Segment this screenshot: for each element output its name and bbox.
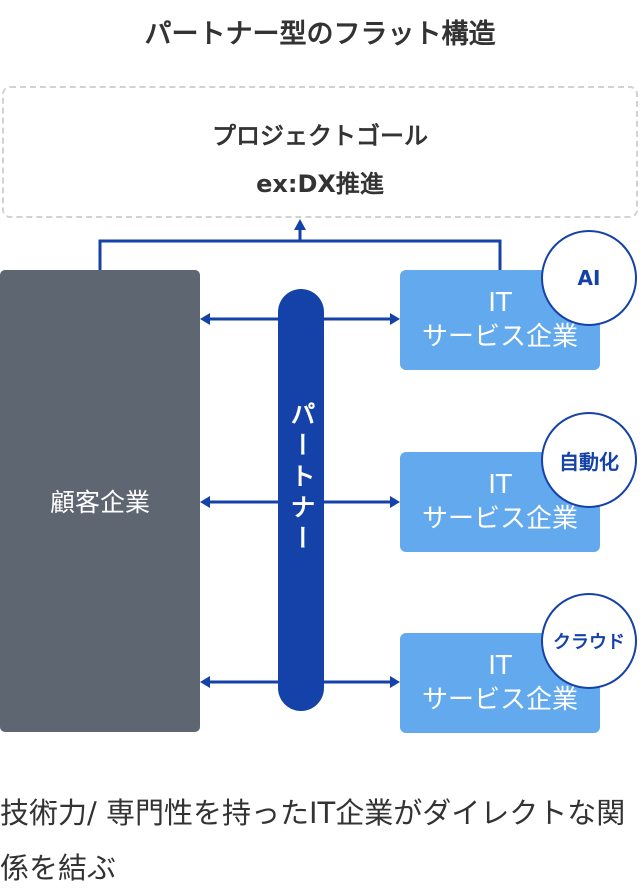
badge-cloud: クラウド <box>541 593 637 689</box>
it-service-line1: IT <box>488 470 512 500</box>
it-service-line2: サービス企業 <box>421 685 578 715</box>
badge-ai: AI <box>541 230 637 326</box>
partner-bar: パートナー <box>278 289 324 711</box>
goal-connector-line <box>98 239 502 270</box>
arrowhead-right-3 <box>390 676 400 688</box>
goal-arrowhead <box>294 219 306 230</box>
arrowhead-right-2 <box>390 496 400 508</box>
partner-label: パートナー <box>287 401 316 556</box>
badge-ai-label: AI <box>577 266 601 290</box>
diagram-caption: 技術力/ 専門性を持ったIT企業がダイレクトな関係を結ぶ <box>0 796 626 885</box>
customer-label: 顧客企業 <box>49 488 150 517</box>
badge-automation-label: 自動化 <box>559 449 619 474</box>
it-service-line2: サービス企業 <box>421 322 578 352</box>
arrowhead-left-3 <box>200 676 210 688</box>
project-goal-example: ex:DX推進 <box>256 170 384 198</box>
arrowhead-left-2 <box>200 496 210 508</box>
badge-cloud-label: クラウド <box>553 632 625 653</box>
customer-box: 顧客企業 <box>0 270 200 732</box>
diagram-title: パートナー型のフラット構造 <box>144 19 496 50</box>
it-service-line1: IT <box>488 651 512 681</box>
it-service-line1: IT <box>488 288 512 318</box>
project-goal-box <box>2 86 638 218</box>
arrowhead-left-1 <box>200 313 210 325</box>
badge-automation: 自動化 <box>541 412 637 508</box>
it-service-line2: サービス企業 <box>421 504 578 534</box>
arrowhead-right-1 <box>390 313 400 325</box>
project-goal-label: プロジェクトゴール <box>212 122 428 150</box>
